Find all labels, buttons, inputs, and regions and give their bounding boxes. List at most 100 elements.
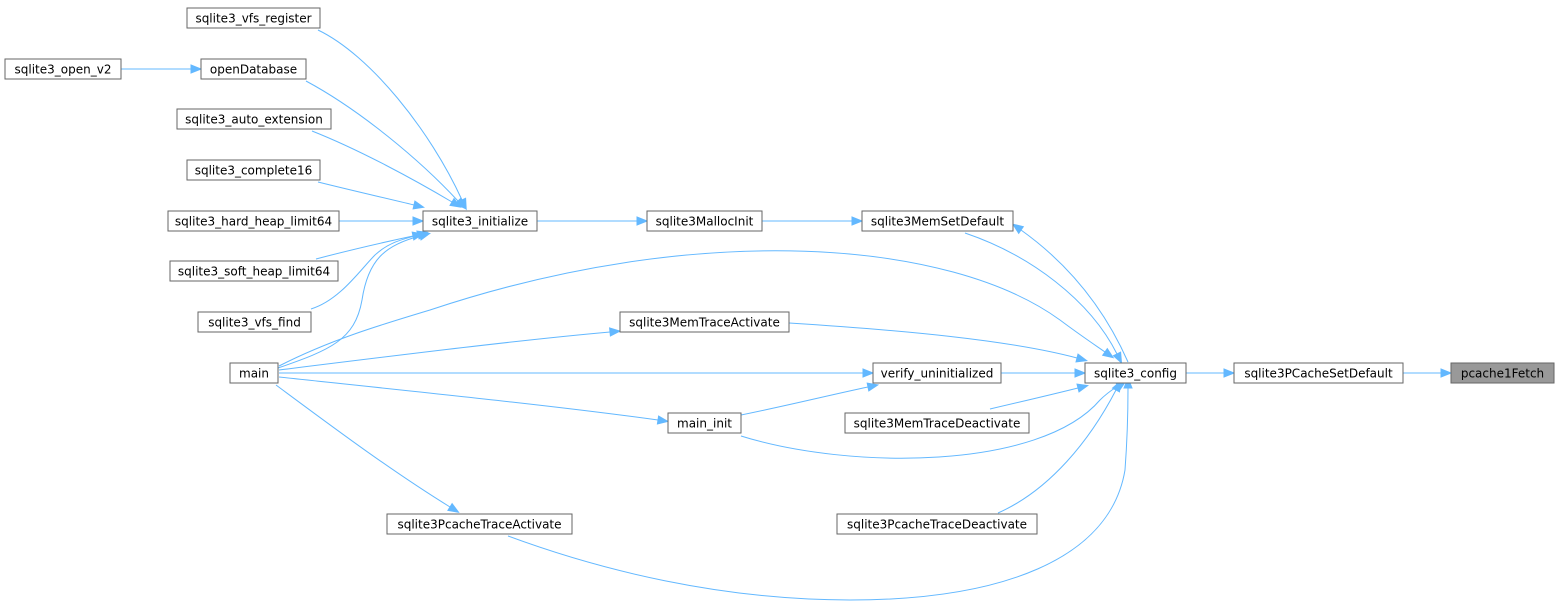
node-sqlite3PcacheTraceActivate[interactable]: sqlite3PcacheTraceActivate <box>386 513 573 535</box>
edge-sqlite3_soft_heap_limit64-to-sqlite3_initialize <box>315 231 425 260</box>
edge-line <box>507 387 1129 601</box>
node-pcache1Fetch[interactable]: pcache1Fetch <box>1450 362 1555 384</box>
node-sqlite3_hard_heap_limit64[interactable]: sqlite3_hard_heap_limit64 <box>167 210 340 232</box>
node-sqlite3MallocInit[interactable]: sqlite3MallocInit <box>646 210 763 232</box>
node-box[interactable] <box>861 210 1014 232</box>
node-box[interactable] <box>872 362 1002 384</box>
node-sqlite3_soft_heap_limit64[interactable]: sqlite3_soft_heap_limit64 <box>169 260 339 282</box>
arrowhead-icon <box>636 216 649 226</box>
node-label: main_init <box>677 417 732 431</box>
node-sqlite3_vfs_register[interactable]: sqlite3_vfs_register <box>186 7 321 29</box>
edge-line <box>310 234 419 310</box>
node-label: sqlite3_config <box>1094 367 1177 381</box>
node-box[interactable] <box>422 210 538 232</box>
node-sqlite3_initialize[interactable]: sqlite3_initialize <box>422 210 538 232</box>
edge-sqlite3_hard_heap_limit64-to-sqlite3_initialize <box>339 216 425 226</box>
node-label: sqlite3_hard_heap_limit64 <box>175 215 332 229</box>
node-box[interactable] <box>176 108 332 130</box>
edge-sqlite3_initialize-to-sqlite3MallocInit <box>537 216 649 226</box>
node-verify_uninitialized[interactable]: verify_uninitialized <box>872 362 1002 384</box>
node-sqlite3PCacheSetDefault[interactable]: sqlite3PCacheSetDefault <box>1233 362 1404 384</box>
node-box[interactable] <box>1233 362 1404 384</box>
call-graph-nodes: sqlite3_vfs_register sqlite3_open_v2 openD… <box>4 7 1555 535</box>
edge-sqlite3_config-to-sqlite3PCacheSetDefault <box>1186 368 1236 378</box>
edge-main-to-sqlite3MemTraceActivate <box>278 327 622 371</box>
node-label: main <box>239 367 269 381</box>
edge-line <box>278 331 611 371</box>
arrowhead-icon <box>851 216 864 226</box>
edge-line <box>1020 229 1129 363</box>
edge-sqlite3_complete16-to-sqlite3_initialize <box>317 181 426 210</box>
edge-main-to-main_init <box>278 376 670 425</box>
edge-sqlite3_vfs_register-to-sqlite3_initialize <box>317 29 467 211</box>
arrowhead-icon <box>1011 223 1025 235</box>
node-sqlite3MemTraceDeactivate[interactable]: sqlite3MemTraceDeactivate <box>844 412 1030 434</box>
node-box[interactable] <box>197 311 312 333</box>
node-label: sqlite3MallocInit <box>656 215 754 229</box>
arrowhead-icon <box>1112 351 1123 365</box>
edge-line <box>278 250 1106 367</box>
edge-line <box>278 376 659 421</box>
edge-verify_uninitialized-to-sqlite3_config <box>1001 368 1087 378</box>
edge-sqlite3_auto_extension-to-sqlite3_initialize <box>311 130 462 208</box>
edge-sqlite3PcacheTraceDeactivate-to-sqlite3_config <box>997 379 1122 514</box>
edge-sqlite3PCacheSetDefault-to-pcache1Fetch <box>1403 368 1453 378</box>
node-box[interactable] <box>4 58 122 80</box>
node-box[interactable] <box>386 513 573 535</box>
node-sqlite3_auto_extension[interactable]: sqlite3_auto_extension <box>176 108 332 130</box>
arrowhead-icon <box>1076 383 1089 393</box>
node-box[interactable] <box>186 159 321 181</box>
node-box[interactable] <box>667 412 742 434</box>
edge-main-to-verify_uninitialized <box>279 368 875 378</box>
call-graph-edges <box>121 29 1453 601</box>
edge-line <box>997 389 1117 514</box>
node-box[interactable] <box>200 58 307 80</box>
node-sqlite3MemTraceActivate[interactable]: sqlite3MemTraceActivate <box>619 311 790 333</box>
node-label: sqlite3PcacheTraceActivate <box>397 518 561 532</box>
arrowhead-icon <box>1223 368 1236 378</box>
node-label: sqlite3_vfs_find <box>208 316 301 330</box>
edge-line <box>317 29 463 201</box>
edge-openDatabase-to-sqlite3_initialize <box>305 80 466 210</box>
node-label: verify_uninitialized <box>881 367 994 381</box>
node-box[interactable] <box>186 7 321 29</box>
node-main_init[interactable]: main_init <box>667 412 742 434</box>
node-label: sqlite3_initialize <box>432 215 528 229</box>
arrowhead-icon <box>447 502 460 513</box>
edge-sqlite3PcacheTraceActivate-to-sqlite3_config <box>507 376 1133 601</box>
edge-line <box>275 384 451 508</box>
node-label: sqlite3MemTraceActivate <box>629 316 780 330</box>
edge-line <box>311 130 453 203</box>
edge-line <box>317 181 415 206</box>
node-box[interactable] <box>167 210 340 232</box>
node-sqlite3PcacheTraceDeactivate[interactable]: sqlite3PcacheTraceDeactivate <box>836 513 1038 535</box>
edge-line <box>740 385 1119 459</box>
node-sqlite3_config[interactable]: sqlite3_config <box>1084 362 1187 384</box>
edge-sqlite3_open_v2-to-openDatabase <box>121 64 203 74</box>
arrowhead-icon <box>866 382 880 392</box>
edge-sqlite3MemTraceActivate-to-sqlite3_config <box>788 322 1088 363</box>
node-box[interactable] <box>229 362 279 384</box>
edge-line <box>277 235 421 369</box>
node-openDatabase[interactable]: openDatabase <box>200 58 307 80</box>
arrowhead-icon <box>1075 353 1088 363</box>
node-box[interactable] <box>646 210 763 232</box>
arrowhead-icon <box>1111 379 1122 393</box>
node-main[interactable]: main <box>229 362 279 384</box>
arrowhead-icon <box>412 200 426 210</box>
edge-line <box>989 387 1079 410</box>
node-box[interactable] <box>844 412 1030 434</box>
node-box[interactable] <box>169 260 339 282</box>
node-box[interactable] <box>1450 362 1555 384</box>
node-sqlite3_open_v2[interactable]: sqlite3_open_v2 <box>4 58 122 80</box>
node-sqlite3_vfs_find[interactable]: sqlite3_vfs_find <box>197 311 312 333</box>
node-box[interactable] <box>1084 362 1187 384</box>
arrowhead-icon <box>190 64 203 74</box>
node-sqlite3_complete16[interactable]: sqlite3_complete16 <box>186 159 321 181</box>
arrowhead-icon <box>1440 368 1453 378</box>
node-label: sqlite3MemSetDefault <box>871 215 1005 229</box>
edge-main-to-sqlite3PcacheTraceActivate <box>275 384 460 513</box>
node-box[interactable] <box>836 513 1038 535</box>
node-sqlite3MemSetDefault[interactable]: sqlite3MemSetDefault <box>861 210 1014 232</box>
node-box[interactable] <box>619 311 790 333</box>
